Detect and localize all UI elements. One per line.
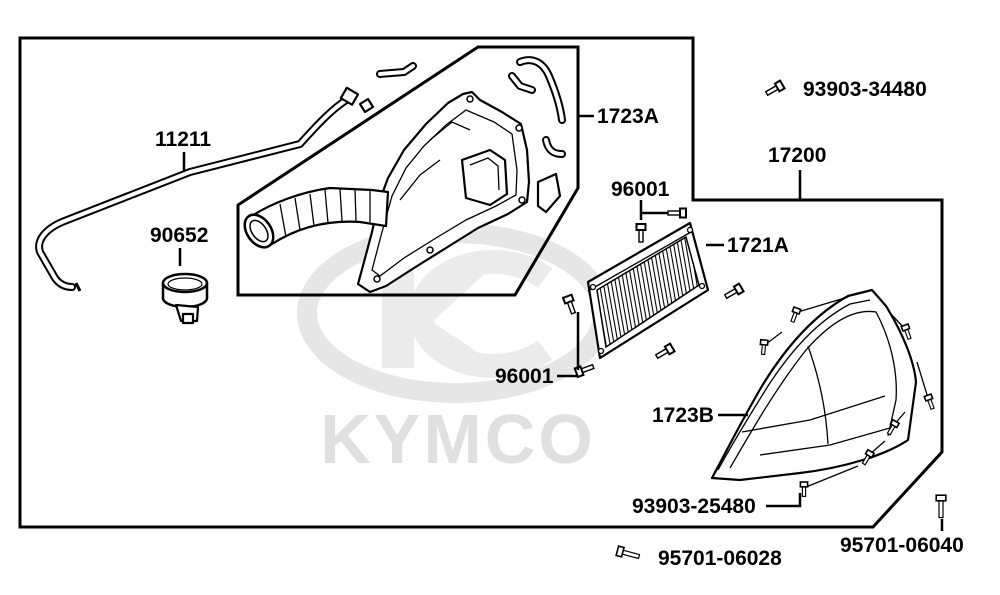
callout-element-bolt-upper: 96001 <box>611 178 670 201</box>
assembly-boundary-17200 <box>18 36 944 529</box>
callout-element-bolt-lower: 96001 <box>495 365 554 388</box>
cover-screw-7 <box>799 481 809 498</box>
element-bolt-lower-3 <box>653 342 676 362</box>
mount-bolt-left-icon <box>615 545 642 562</box>
cover-screw-2 <box>758 338 769 356</box>
air-cleaner-element <box>586 221 710 360</box>
case-screw-icon <box>763 79 786 99</box>
callout-mount-bolt-left: 95701-06028 <box>658 547 782 570</box>
brand-watermark: KYMCO <box>297 223 613 478</box>
callout-hose-clamp: 90652 <box>150 224 208 247</box>
cover-screw-guides <box>765 296 929 488</box>
subassembly-boundary-1723A <box>236 45 580 297</box>
watermark-brand-text: KYMCO <box>320 400 596 478</box>
watermark-c-arc <box>409 250 553 378</box>
callout-air-cleaner-case: 1723A <box>597 105 659 128</box>
callout-air-cleaner-assy: 17200 <box>768 144 826 167</box>
small-hose-fitting <box>376 62 417 78</box>
breather-hose <box>35 86 375 292</box>
intake-duct <box>243 186 390 249</box>
air-cleaner-cover <box>710 288 918 482</box>
cover-screw-1 <box>788 306 802 324</box>
callout-cover-screw: 93903-25480 <box>632 495 756 518</box>
callout-case-screw: 93903-34480 <box>803 78 927 101</box>
element-bolt-lower-4 <box>722 282 745 302</box>
element-bolt-lower-1 <box>562 293 579 316</box>
case-drain-hoses <box>508 56 566 214</box>
callout-mount-bolt-right: 95701-06040 <box>840 534 964 557</box>
leader-lines <box>178 114 944 531</box>
mount-bolt-right-icon <box>935 494 947 519</box>
hose-clamp <box>161 272 209 325</box>
callout-air-cleaner-element: 1721A <box>727 234 789 257</box>
callout-air-cleaner-cover: 1723B <box>652 404 714 427</box>
cover-screw-4 <box>923 393 937 411</box>
air-cleaner-case <box>356 90 531 294</box>
element-bolt-upper-vertical <box>635 223 647 243</box>
element-bolt-upper-horizontal <box>667 207 687 219</box>
callout-hose: 11211 <box>155 128 211 151</box>
